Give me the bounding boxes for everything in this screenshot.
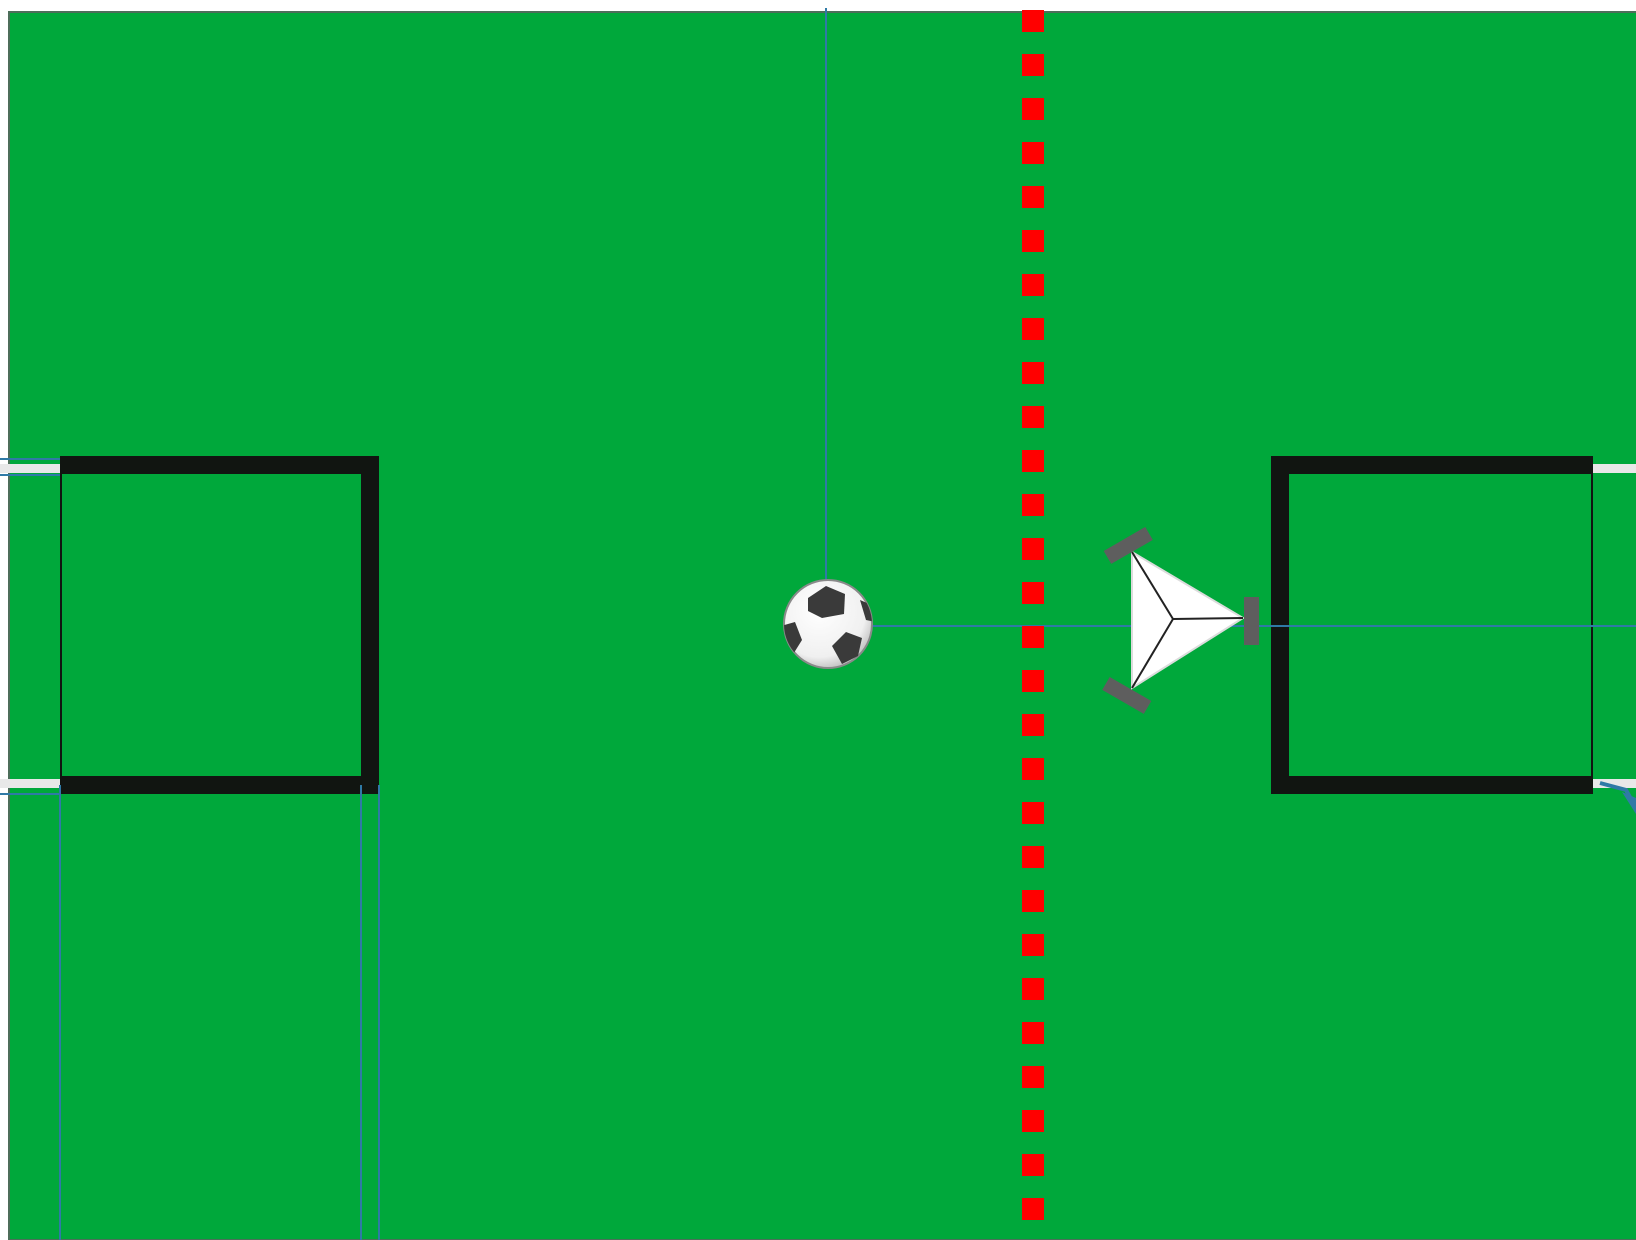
center-line-dash	[1022, 714, 1044, 736]
center-line-dash	[1022, 626, 1044, 648]
center-line-dash	[1022, 1110, 1044, 1132]
left-goal-post-top	[0, 464, 60, 473]
center-line-dash	[1022, 10, 1044, 32]
center-line-dash	[1022, 450, 1044, 472]
center-line-dash	[1022, 582, 1044, 604]
center-line-dash	[1022, 54, 1044, 76]
center-line-dash	[1022, 274, 1044, 296]
robot-wheel-front	[1244, 597, 1259, 645]
center-line-dash	[1022, 1154, 1044, 1176]
center-line-dash	[1022, 934, 1044, 956]
left-goal-post-bottom	[0, 779, 60, 788]
center-line-dash	[1022, 1198, 1044, 1220]
center-line-dash	[1022, 186, 1044, 208]
center-line-dash	[1022, 846, 1044, 868]
center-line-dash	[1022, 1022, 1044, 1044]
center-line-dash	[1022, 318, 1044, 340]
center-line-dash	[1022, 142, 1044, 164]
center-line-dash	[1022, 758, 1044, 780]
center-line-dash	[1022, 890, 1044, 912]
center-line-dash	[1022, 978, 1044, 1000]
center-line-dash	[1022, 406, 1044, 428]
center-line-dash	[1022, 802, 1044, 824]
center-line-dash	[1022, 98, 1044, 120]
center-line-dash	[1022, 1066, 1044, 1088]
center-line-dash	[1022, 494, 1044, 516]
center-line-dash	[1022, 538, 1044, 560]
robot-spoke	[1173, 618, 1243, 619]
right-goal-post-top	[1593, 464, 1636, 473]
center-line-dash	[1022, 362, 1044, 384]
center-line-dash	[1022, 230, 1044, 252]
center-line-dash	[1022, 670, 1044, 692]
